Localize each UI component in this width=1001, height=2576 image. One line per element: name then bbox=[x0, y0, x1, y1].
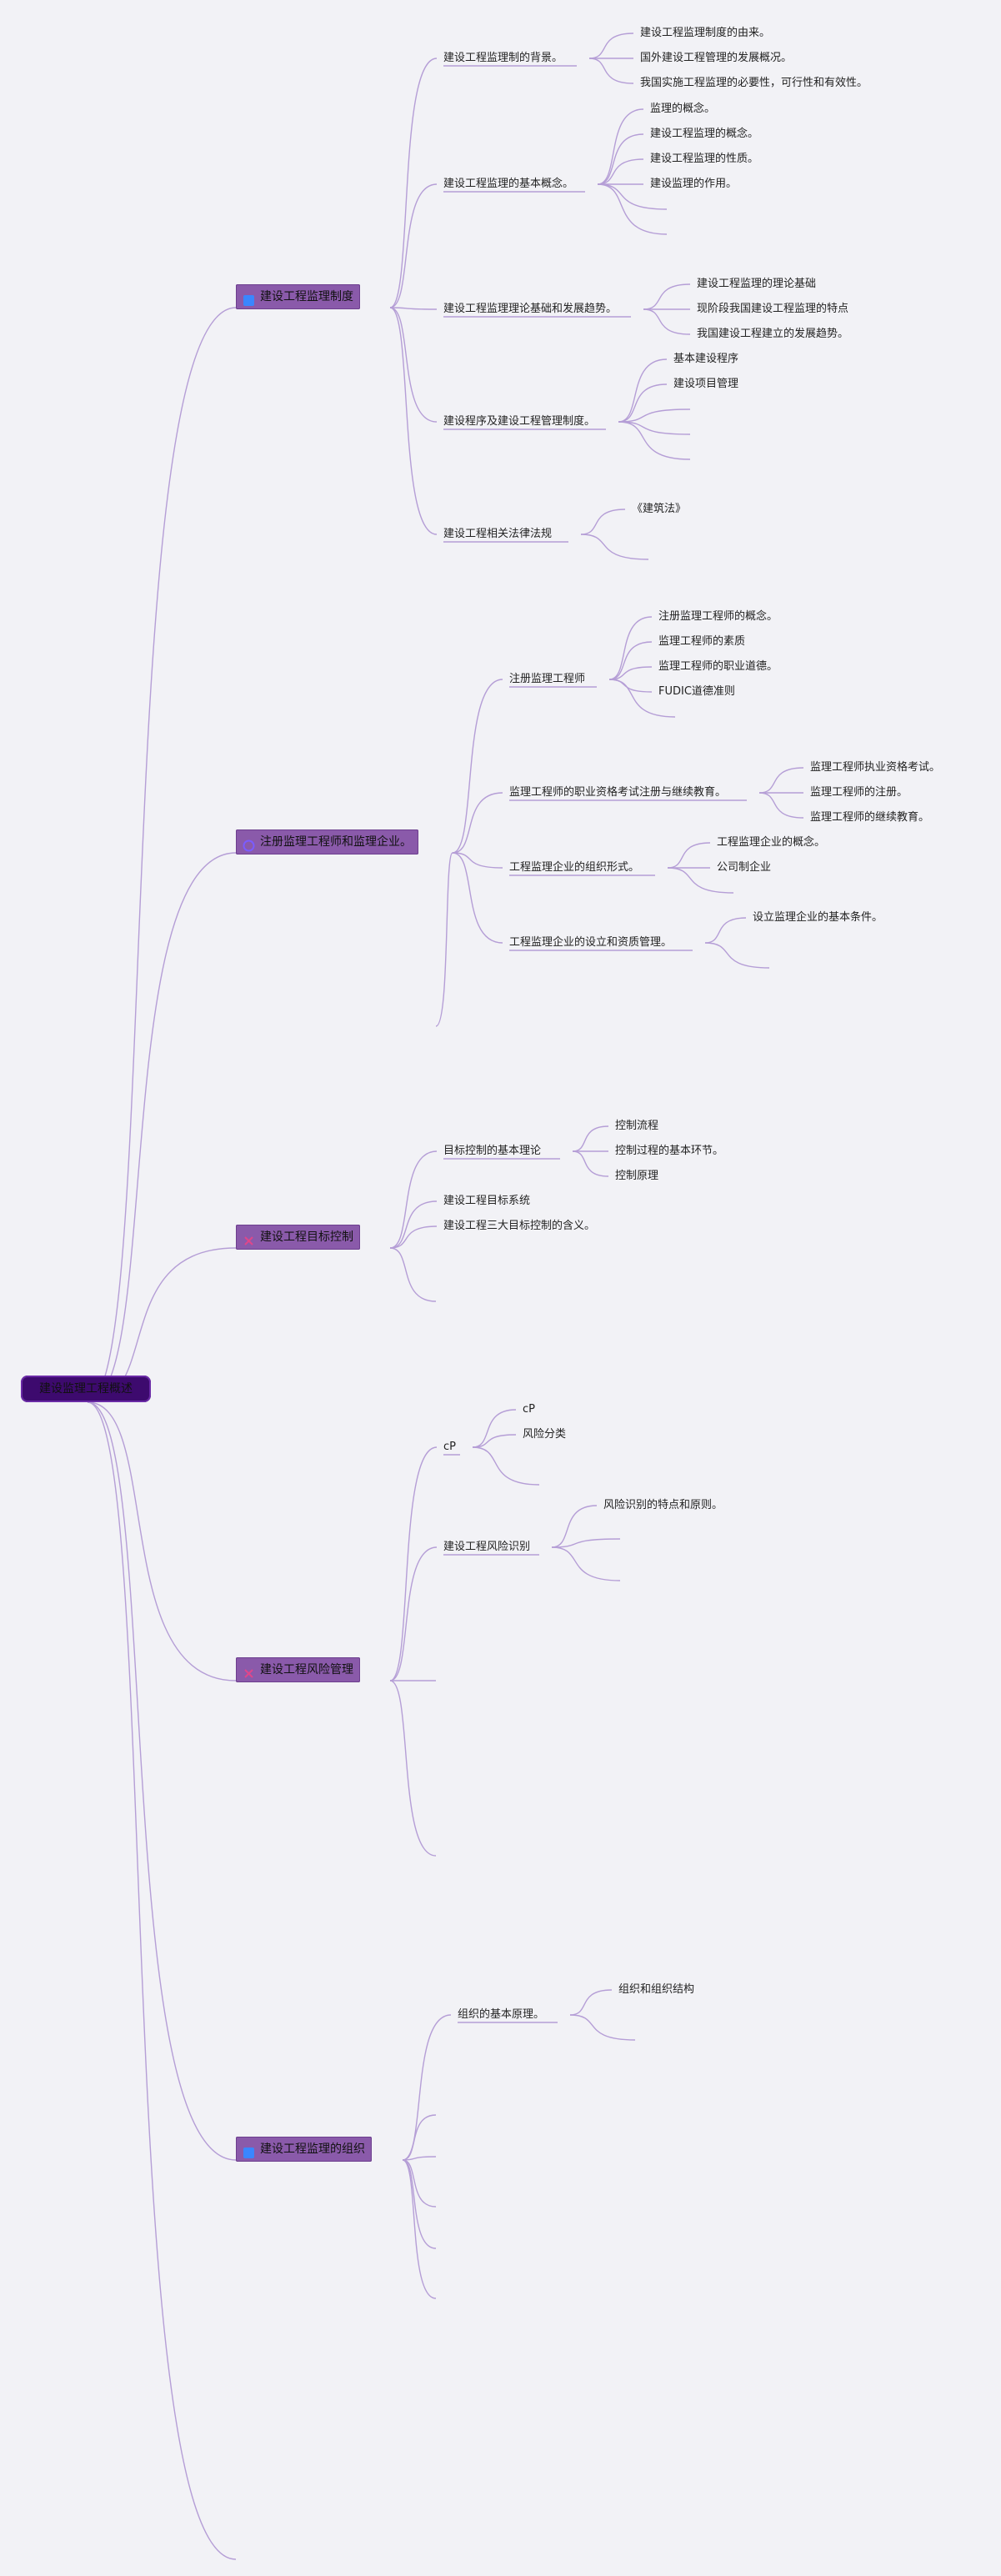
sub-node-2-2[interactable]: 建设工程三大目标控制的含义。 bbox=[443, 1220, 596, 1232]
sub-node-1-3[interactable]: 工程监理企业的设立和资质管理。 bbox=[509, 936, 673, 949]
circle-purple-icon bbox=[243, 836, 255, 851]
leaf-node[interactable]: 注册监理工程师的概念。 bbox=[658, 610, 778, 623]
leaf-node[interactable]: 监理工程师执业资格考试。 bbox=[810, 761, 941, 774]
sub-node-1-0[interactable]: 注册监理工程师 bbox=[509, 673, 586, 685]
branch-node-3[interactable]: 建设工程风险管理 bbox=[236, 1657, 360, 1682]
leaf-node[interactable]: 监理工程师的素质 bbox=[658, 635, 746, 648]
cross-pink-icon bbox=[243, 1664, 255, 1678]
leaf-node[interactable]: 风险分类 bbox=[523, 1428, 567, 1441]
sub-node-0-4[interactable]: 建设工程相关法律法规 bbox=[443, 528, 553, 540]
leaf-node[interactable]: 控制流程 bbox=[615, 1120, 659, 1132]
root-node[interactable]: 建设监理工程概述 bbox=[21, 1376, 151, 1402]
leaf-node[interactable]: 建设工程监理的概念。 bbox=[650, 128, 759, 140]
cross-pink-icon bbox=[243, 1231, 255, 1245]
leaf-node[interactable]: 公司制企业 bbox=[717, 861, 772, 874]
sub-node-4-0[interactable]: 组织的基本原理。 bbox=[458, 2008, 545, 2021]
branch-label: 建设工程目标控制 bbox=[260, 1230, 353, 1244]
sub-node-0-1[interactable]: 建设工程监理的基本概念。 bbox=[443, 178, 574, 190]
leaf-node[interactable]: 我国实施工程监理的必要性，可行性和有效性。 bbox=[640, 77, 868, 89]
branch-label: 注册监理工程师和监理企业。 bbox=[260, 835, 412, 849]
leaf-node[interactable]: 监理工程师的注册。 bbox=[810, 786, 908, 799]
sub-node-3-0[interactable]: cP bbox=[443, 1441, 456, 1453]
leaf-node[interactable]: 组织和组织结构 bbox=[618, 1983, 695, 1996]
leaf-node[interactable]: 监理工程师的继续教育。 bbox=[810, 811, 930, 824]
sub-node-0-3[interactable]: 建设程序及建设工程管理制度。 bbox=[443, 415, 596, 428]
branch-label: 建设工程监理制度 bbox=[260, 290, 353, 303]
sub-node-1-1[interactable]: 监理工程师的职业资格考试注册与继续教育。 bbox=[509, 786, 727, 799]
sub-node-2-1[interactable]: 建设工程目标系统 bbox=[443, 1195, 531, 1207]
branch-node-0[interactable]: 建设工程监理制度 bbox=[236, 284, 360, 309]
leaf-node[interactable]: 建设工程监理制度的由来。 bbox=[640, 27, 771, 39]
leaf-node[interactable]: 建设项目管理 bbox=[673, 378, 739, 390]
leaf-node[interactable]: 控制过程的基本环节。 bbox=[615, 1145, 724, 1157]
leaf-node[interactable]: 《建筑法》 bbox=[632, 503, 687, 515]
sub-node-0-2[interactable]: 建设工程监理理论基础和发展趋势。 bbox=[443, 303, 618, 315]
sub-node-0-0[interactable]: 建设工程监理制的背景。 bbox=[443, 52, 563, 64]
sub-node-2-0[interactable]: 目标控制的基本理论 bbox=[443, 1145, 542, 1157]
leaf-node[interactable]: 监理的概念。 bbox=[650, 103, 716, 115]
branch-node-2[interactable]: 建设工程目标控制 bbox=[236, 1225, 360, 1250]
branch-node-1[interactable]: 注册监理工程师和监理企业。 bbox=[236, 829, 418, 854]
branch-label: 建设工程监理的组织 bbox=[260, 2142, 365, 2156]
leaf-node[interactable]: 监理工程师的职业道德。 bbox=[658, 660, 778, 673]
sub-node-1-2[interactable]: 工程监理企业的组织形式。 bbox=[509, 861, 640, 874]
leaf-node[interactable]: 建设工程监理的理论基础 bbox=[697, 278, 817, 290]
leaf-node[interactable]: 风险识别的特点和原则。 bbox=[603, 1499, 723, 1511]
leaf-node[interactable]: 建设工程监理的性质。 bbox=[650, 153, 759, 165]
leaf-node[interactable]: 建设监理的作用。 bbox=[650, 178, 738, 190]
branch-node-4[interactable]: 建设工程监理的组织 bbox=[236, 2137, 372, 2162]
leaf-node[interactable]: 工程监理企业的概念。 bbox=[717, 836, 826, 849]
branch-label: 建设工程风险管理 bbox=[260, 1663, 353, 1676]
leaf-node[interactable]: 基本建设程序 bbox=[673, 353, 739, 365]
leaf-node[interactable]: 我国建设工程建立的发展趋势。 bbox=[697, 328, 849, 340]
square-blue-icon bbox=[243, 2143, 255, 2158]
leaf-node[interactable]: 现阶段我国建设工程监理的特点 bbox=[697, 303, 849, 315]
leaf-node[interactable]: FUDIC道德准则 bbox=[658, 685, 735, 698]
leaf-node[interactable]: 设立监理企业的基本条件。 bbox=[753, 911, 883, 924]
leaf-node[interactable]: 控制原理 bbox=[615, 1170, 659, 1182]
square-blue-icon bbox=[243, 291, 255, 306]
leaf-node[interactable]: 国外建设工程管理的发展概况。 bbox=[640, 52, 793, 64]
leaf-node[interactable]: cP bbox=[523, 1403, 535, 1416]
sub-node-3-1[interactable]: 建设工程风险识别 bbox=[443, 1541, 531, 1553]
